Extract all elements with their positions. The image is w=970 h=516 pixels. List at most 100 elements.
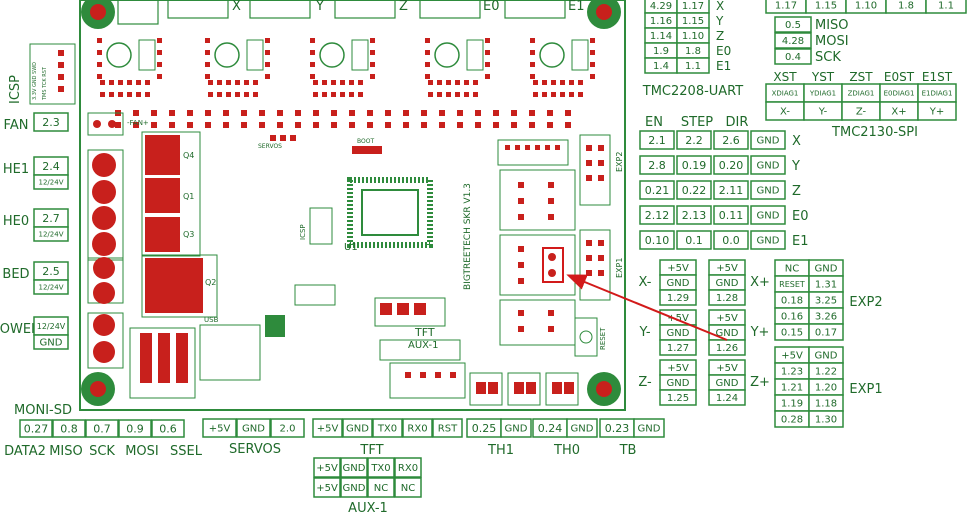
thermistor-gnd-box [633, 418, 665, 438]
spi-diag-pin: ZDIAG1 [848, 90, 875, 98]
aux1-pin: +5V [316, 483, 338, 494]
silk-pad [241, 122, 247, 128]
spi-diag-end: Y- [818, 107, 828, 118]
driver-gnd-pin: GND [757, 236, 780, 247]
driver-step-pin: 2.13 [682, 209, 707, 222]
driver-header-en: EN [645, 115, 663, 130]
endstop-right-pin: 1.28 [716, 293, 738, 304]
servos-pin-box [236, 418, 271, 438]
exp1-pin: 0.28 [781, 415, 803, 426]
aux1-silk: AUX-1 [408, 340, 438, 351]
moni-sd-pin-box [151, 419, 185, 438]
left-pin-name: POWER [0, 322, 40, 337]
driver-gnd-pin: GND [757, 161, 780, 172]
silk-pad [547, 122, 553, 128]
silk-pad [331, 122, 337, 128]
left-pin-value: 2.4 [42, 160, 60, 173]
exp1-pin: 1.30 [815, 415, 837, 426]
screw-terminals: -FAN+ [87, 112, 149, 369]
aux1-pin: NC [401, 483, 415, 494]
spi-bus-name: MOSI [815, 34, 849, 49]
svg-text:Q2: Q2 [205, 278, 216, 287]
driver-socket [425, 38, 490, 97]
spi-diag-end: X+ [891, 107, 906, 118]
left-pin-name: HE0 [3, 214, 29, 229]
silk-pad [493, 110, 499, 116]
endstop-right-label: Y+ [750, 325, 770, 340]
endstop-gnd: GND [716, 378, 739, 389]
driver-en-pin: 2.8 [648, 159, 666, 172]
silk-pad [295, 110, 301, 116]
driver-en-pin-box [639, 230, 675, 250]
endstop-right-pin-box [708, 289, 746, 306]
exp1-title: EXP1 [849, 382, 882, 397]
aux1-pin-box [340, 477, 368, 498]
silk-pad [241, 110, 247, 116]
aux1-pin-box [394, 477, 422, 498]
endstop-gnd: GND [716, 278, 739, 289]
silk-pad [169, 110, 175, 116]
top-motor-connectors [117, 0, 566, 25]
endstop-gnd: GND [667, 278, 690, 289]
left-pin-name: BED [2, 267, 29, 282]
driver-step-pin-box [676, 180, 712, 200]
servos-title: SERVOS [229, 442, 281, 457]
silk-pad [313, 122, 319, 128]
moni-sd-pin: 0.9 [126, 422, 144, 435]
silk-pad [151, 122, 157, 128]
endstop-right-label: X+ [750, 275, 770, 290]
spi-top-pin: 1.15 [815, 1, 837, 12]
spi-bus-name: MISO [815, 18, 849, 33]
driver-socket [310, 38, 375, 97]
left-pin-value: 2.7 [42, 212, 60, 225]
motor-label-e0: E0 [483, 0, 500, 14]
silk-pad [367, 110, 373, 116]
silk-pad [457, 122, 463, 128]
moni-sd-pin: 0.6 [159, 422, 177, 435]
driver-socket [97, 38, 162, 97]
tft-pin: TX0 [377, 424, 397, 435]
silk-pad [295, 122, 301, 128]
driver-en-pin: 2.12 [645, 209, 670, 222]
mcu-chip: U1 BIGTREETECH SKR V1.3 [344, 177, 473, 290]
silk-pad [277, 122, 283, 128]
exp2-pin: 0.15 [781, 328, 803, 339]
driver-dir-pin: 0.20 [719, 159, 744, 172]
thermistor-gnd-box [566, 418, 598, 438]
driver-step-pin-box [676, 155, 712, 175]
exp1-pin: 1.21 [781, 383, 803, 394]
endstop-left-pin: 1.29 [667, 293, 689, 304]
exp1-pin: +5V [781, 351, 803, 362]
silk-pad [259, 122, 265, 128]
tft-pin-box [372, 418, 403, 438]
driver-gnd-pin-box [750, 130, 786, 150]
driver-dir-pin-box [713, 205, 749, 225]
tft-title: TFT [359, 443, 383, 458]
driver-axis: Y [791, 159, 800, 174]
left-pin-value-box [33, 112, 69, 132]
left-pin-value: 2.5 [42, 265, 60, 278]
spi-title: TMC2130-SPI [831, 125, 918, 140]
aux1-title: AUX-1 [348, 501, 388, 516]
uart-pin-b: 1.17 [682, 1, 704, 12]
spi-top-pin: 1.17 [775, 1, 797, 12]
exp1-pin: 1.18 [815, 399, 837, 410]
thermistor-gnd: GND [638, 424, 661, 435]
endstop-left-label: Z- [638, 375, 652, 390]
servos-silk: SERVOS [258, 143, 282, 150]
spi-bus-pin: 0.4 [785, 52, 801, 63]
silk-pad [529, 122, 535, 128]
bottom-board-connectors: USB TFT AUX-1 RESET SERVOS BOOT ICSP [129, 135, 607, 406]
spi-bus-pin-box [774, 32, 812, 49]
spi-diag-header: E1ST [922, 70, 953, 84]
silk-pad [385, 122, 391, 128]
servos-pin: +5V [209, 424, 231, 435]
endstop-left-pin-box [659, 389, 697, 406]
